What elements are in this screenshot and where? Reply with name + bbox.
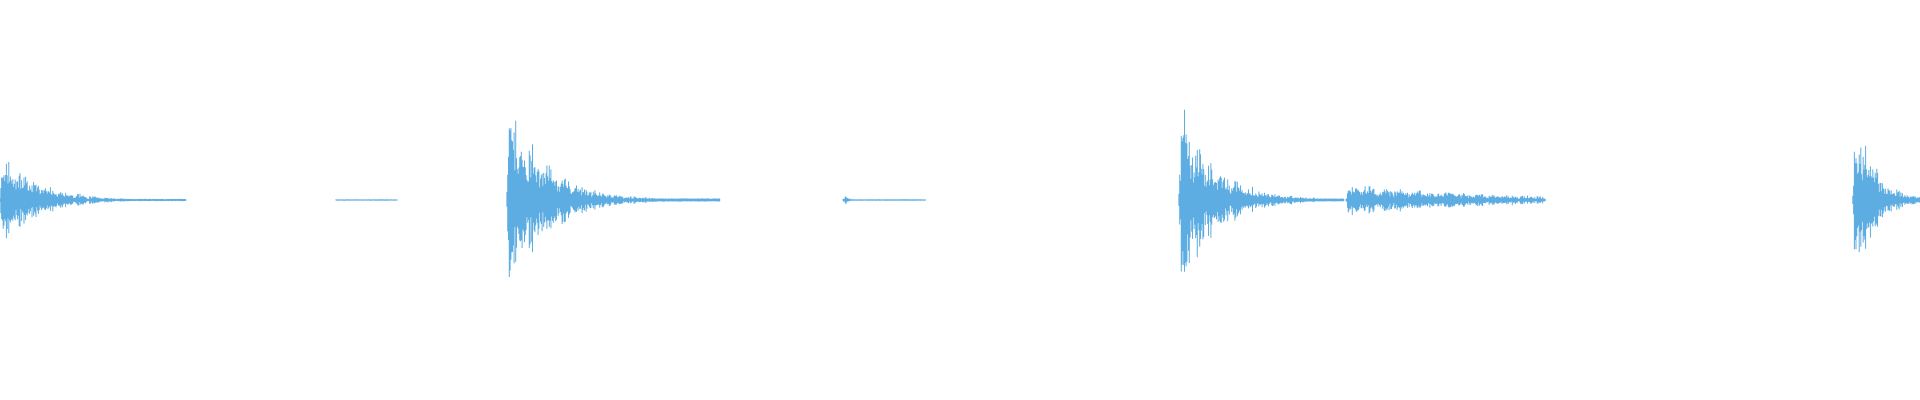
waveform-bursts [0, 109, 1920, 277]
